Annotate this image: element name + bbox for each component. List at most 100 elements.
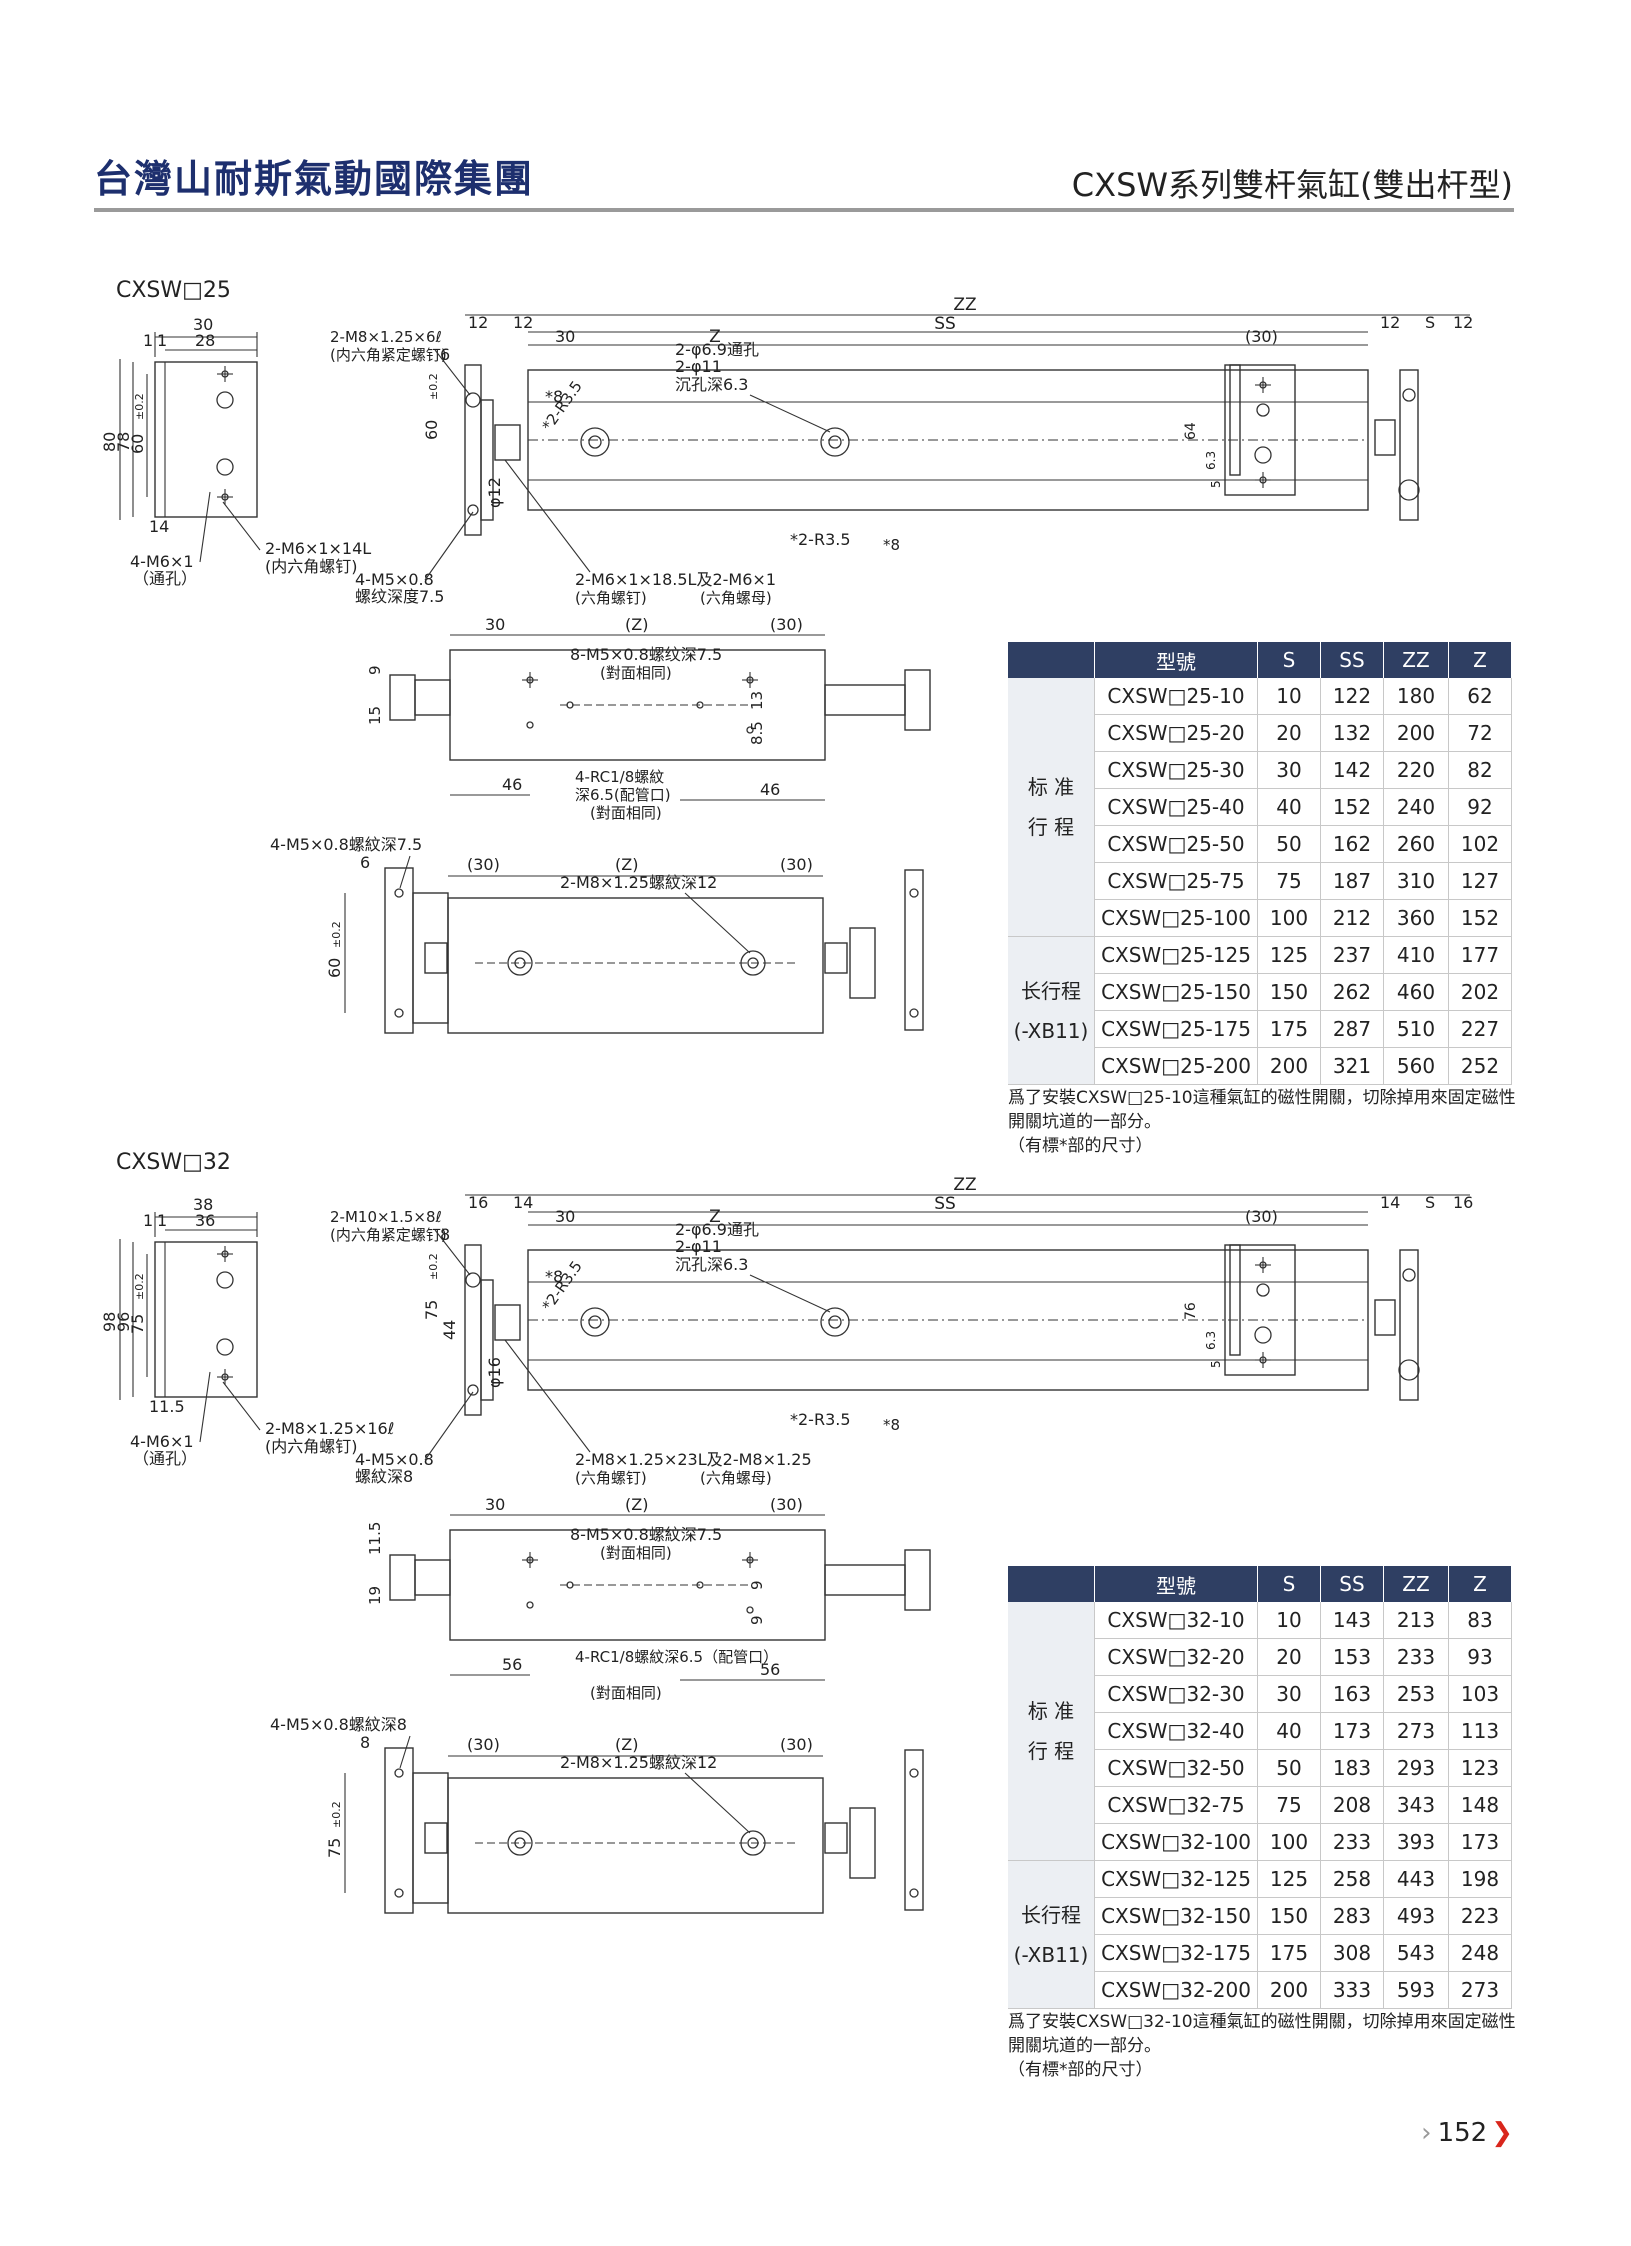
table-cell-model: CXSW□25-10 bbox=[1094, 678, 1258, 715]
callout-thread: 4-M6×1 bbox=[130, 1432, 194, 1451]
dim-offset: 1 bbox=[157, 331, 167, 350]
table-cell: 102 bbox=[1448, 825, 1512, 863]
bottom-hole bbox=[909, 1768, 919, 1778]
callout-setscrew: 2-M8×1.25×6ℓ bbox=[330, 328, 442, 346]
table-cell-model: CXSW□25-150 bbox=[1094, 973, 1258, 1011]
mid-tap bbox=[526, 676, 534, 684]
table-cell: 103 bbox=[1448, 1675, 1512, 1713]
table-cell: 175 bbox=[1257, 1934, 1321, 1972]
table-cell: 200 bbox=[1257, 1971, 1321, 2009]
table-cell: 72 bbox=[1448, 714, 1512, 752]
table-cell: 283 bbox=[1320, 1897, 1384, 1935]
table-cell: 287 bbox=[1320, 1010, 1384, 1048]
callout-note: (内六角螺钉) bbox=[265, 557, 358, 576]
dim-z: (Z) bbox=[625, 1495, 648, 1514]
table-cell: 260 bbox=[1383, 825, 1449, 863]
note-line: （有標*部的尺寸） bbox=[1008, 1136, 1153, 1156]
table-cell: 262 bbox=[1320, 973, 1384, 1011]
table-cell: 148 bbox=[1448, 1786, 1512, 1824]
table-cell: 75 bbox=[1257, 1786, 1321, 1824]
dim-side: 64 bbox=[1183, 422, 1199, 440]
dim-6: 6 bbox=[440, 345, 450, 364]
callout-note: (内六角紧定螺钉) bbox=[330, 1226, 447, 1244]
bottom-hole bbox=[394, 1888, 404, 1898]
side-view-tap bbox=[1259, 381, 1267, 389]
table-cell: 122 bbox=[1320, 678, 1384, 715]
table-cell: 393 bbox=[1383, 1823, 1449, 1861]
mid-knob-right bbox=[904, 669, 931, 731]
bottom-hole bbox=[394, 1008, 404, 1018]
end-plate-hole bbox=[465, 1272, 481, 1288]
group-label-line: 标 准 bbox=[1027, 1699, 1075, 1723]
dim-phi: φ12 bbox=[485, 477, 504, 508]
dim-12: 16 bbox=[1453, 1193, 1473, 1212]
table-cell-model: CXSW□25-50 bbox=[1094, 825, 1258, 863]
group-label-line: 标 准 bbox=[1027, 775, 1075, 799]
group-label-line: (-XB11) bbox=[1013, 1018, 1089, 1043]
bottom-rod-right bbox=[849, 1807, 876, 1879]
mid-rod-right bbox=[824, 1564, 906, 1596]
table-cell: 227 bbox=[1448, 1010, 1512, 1048]
nut-right bbox=[1374, 1299, 1396, 1336]
side-view-tap bbox=[1259, 476, 1267, 484]
dim-46: 46 bbox=[760, 780, 780, 799]
dim-12: 12 bbox=[1380, 313, 1400, 332]
callout-note: (六角螺母) bbox=[700, 1469, 772, 1487]
table-cell: 163 bbox=[1320, 1675, 1384, 1713]
callout-m5: 4-M5×0.8螺紋深7.5 bbox=[270, 835, 422, 854]
table-cell: 212 bbox=[1320, 899, 1384, 937]
bottom-tap bbox=[747, 1837, 759, 1849]
dim-height: 80 bbox=[100, 432, 119, 452]
mid-knob-right bbox=[904, 1549, 931, 1611]
mid-rod-left bbox=[414, 679, 451, 716]
rod-guide bbox=[480, 1279, 494, 1401]
table-cell: 273 bbox=[1383, 1712, 1449, 1750]
mid-tap bbox=[746, 676, 754, 684]
callout-nut: 2-M8×1.25×23L及2-M8×1.25 bbox=[575, 1450, 812, 1469]
dim-r35b: *2-R3.5 bbox=[790, 530, 851, 549]
mid-rod-left bbox=[414, 1559, 451, 1596]
table-cell-model: CXSW□32-175 bbox=[1094, 1934, 1258, 1972]
leader-line bbox=[504, 1339, 591, 1453]
table-cell: 173 bbox=[1320, 1712, 1384, 1750]
table-cell: 132 bbox=[1320, 714, 1384, 752]
table-cell: 510 bbox=[1383, 1010, 1449, 1048]
end-view-tap bbox=[221, 370, 229, 378]
callout-m5: 4-M5×0.8螺紋深8 bbox=[270, 1715, 407, 1734]
table-cell: 153 bbox=[1320, 1638, 1384, 1676]
table-cell-model: CXSW□32-20 bbox=[1094, 1638, 1258, 1676]
table-cell: 493 bbox=[1383, 1897, 1449, 1935]
table-header: SS bbox=[1320, 642, 1384, 678]
mid-tap bbox=[746, 1606, 754, 1614]
dim-12: 12 bbox=[468, 313, 488, 332]
nut-left bbox=[494, 1304, 521, 1341]
end-plate-hole bbox=[1402, 388, 1416, 402]
group-label-line: 长行程 bbox=[1021, 978, 1081, 1003]
side-view-body bbox=[1224, 364, 1296, 496]
dim-44: 44 bbox=[440, 1320, 459, 1340]
end-view-port bbox=[216, 1338, 234, 1356]
note-line: 爲了安裝CXSW□32-10這種氣缸的磁性開關，切除掉用來固定磁性 bbox=[1008, 2012, 1516, 2032]
through-hole bbox=[588, 435, 602, 449]
model-heading: CXSW□25 bbox=[116, 278, 231, 303]
bottom-plate-left bbox=[384, 1747, 414, 1914]
dim-small: 15 bbox=[366, 706, 384, 725]
brand-title: 台灣山耐斯氣動國際集團 bbox=[94, 156, 535, 201]
callout-tap: 2-M8×1.25螺紋深12 bbox=[560, 873, 717, 892]
table-cell-model: CXSW□25-100 bbox=[1094, 899, 1258, 937]
table-cell-model: CXSW□32-200 bbox=[1094, 1971, 1258, 2009]
callout-hole: 沉孔深6.3 bbox=[675, 375, 748, 394]
callout-depth: 螺紋深8 bbox=[355, 1467, 413, 1486]
bottom-plate-left bbox=[384, 867, 414, 1034]
end-view-body bbox=[154, 361, 258, 518]
end-view-port bbox=[216, 1271, 234, 1289]
